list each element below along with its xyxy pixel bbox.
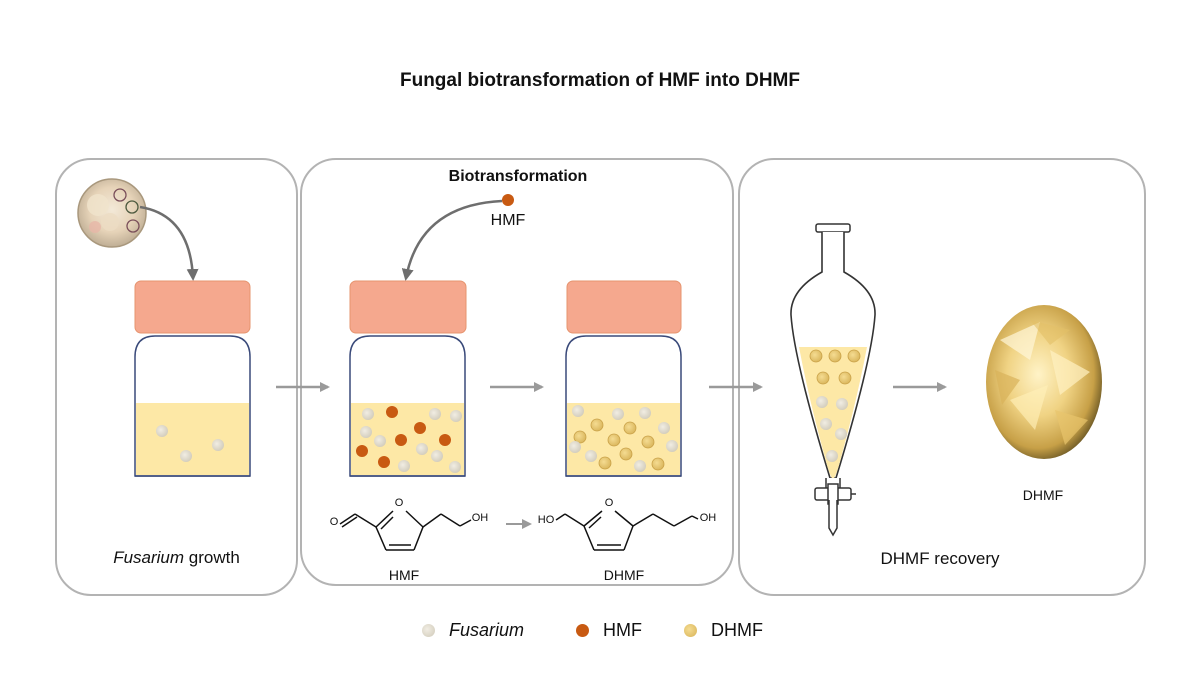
hmf-structure	[339, 510, 472, 551]
ho-right-label: HO	[537, 514, 555, 526]
product-label: DHMF	[1022, 487, 1064, 503]
hmf-structure-label: HMF	[388, 567, 420, 583]
legend-label-fusarium: Fusarium	[449, 620, 525, 640]
legend-dot-dhmf	[684, 624, 697, 637]
legend: Fusarium HMF DHMF	[0, 620, 1200, 650]
dhmf-structure-label: DHMF	[603, 567, 645, 583]
o-ring-left-label: O	[394, 497, 404, 509]
legend-item-hmf: HMF	[576, 620, 642, 641]
figure-title: Fungal biotransformation of HMF into DHM…	[399, 70, 800, 91]
funnel-cells	[809, 349, 861, 462]
bottle-icon	[565, 280, 682, 477]
dhmf-structure	[555, 510, 699, 551]
legend-item-dhmf: DHMF	[684, 620, 763, 641]
petri-dish-icon	[77, 178, 147, 248]
hmf-addition-arrow	[401, 199, 503, 281]
biotransformation-heading: Biotransformation	[448, 168, 588, 185]
cells-bottle3	[569, 405, 678, 472]
bottle-icon	[349, 280, 467, 477]
oh-right-label: OH	[699, 512, 717, 524]
growth-label-italic: Fusarium	[113, 548, 185, 567]
bottle-icon	[134, 280, 251, 477]
cells-bottle2	[356, 406, 462, 473]
oh-left-label: OH	[471, 512, 489, 524]
growth-label: Fusarium growth	[55, 548, 298, 568]
legend-dot-fusarium	[422, 624, 435, 637]
crystal-photo-icon	[986, 305, 1102, 459]
legend-label-dhmf: DHMF	[711, 620, 763, 640]
growth-label-rest: growth	[184, 548, 240, 567]
hmf-input-label: HMF	[490, 212, 526, 229]
o-aldehyde-label: O	[329, 516, 339, 528]
legend-dot-hmf	[576, 624, 589, 637]
legend-item-fusarium: Fusarium	[422, 620, 524, 641]
hmf-input-dot	[502, 194, 514, 206]
recovery-label: DHMF recovery	[880, 549, 1000, 568]
fusarium-cells-bottle1	[156, 425, 224, 462]
o-ring-right-label: O	[604, 497, 614, 509]
legend-label-hmf: HMF	[603, 620, 642, 640]
inoculation-arrow	[139, 205, 199, 281]
separatory-funnel-icon	[790, 223, 876, 537]
